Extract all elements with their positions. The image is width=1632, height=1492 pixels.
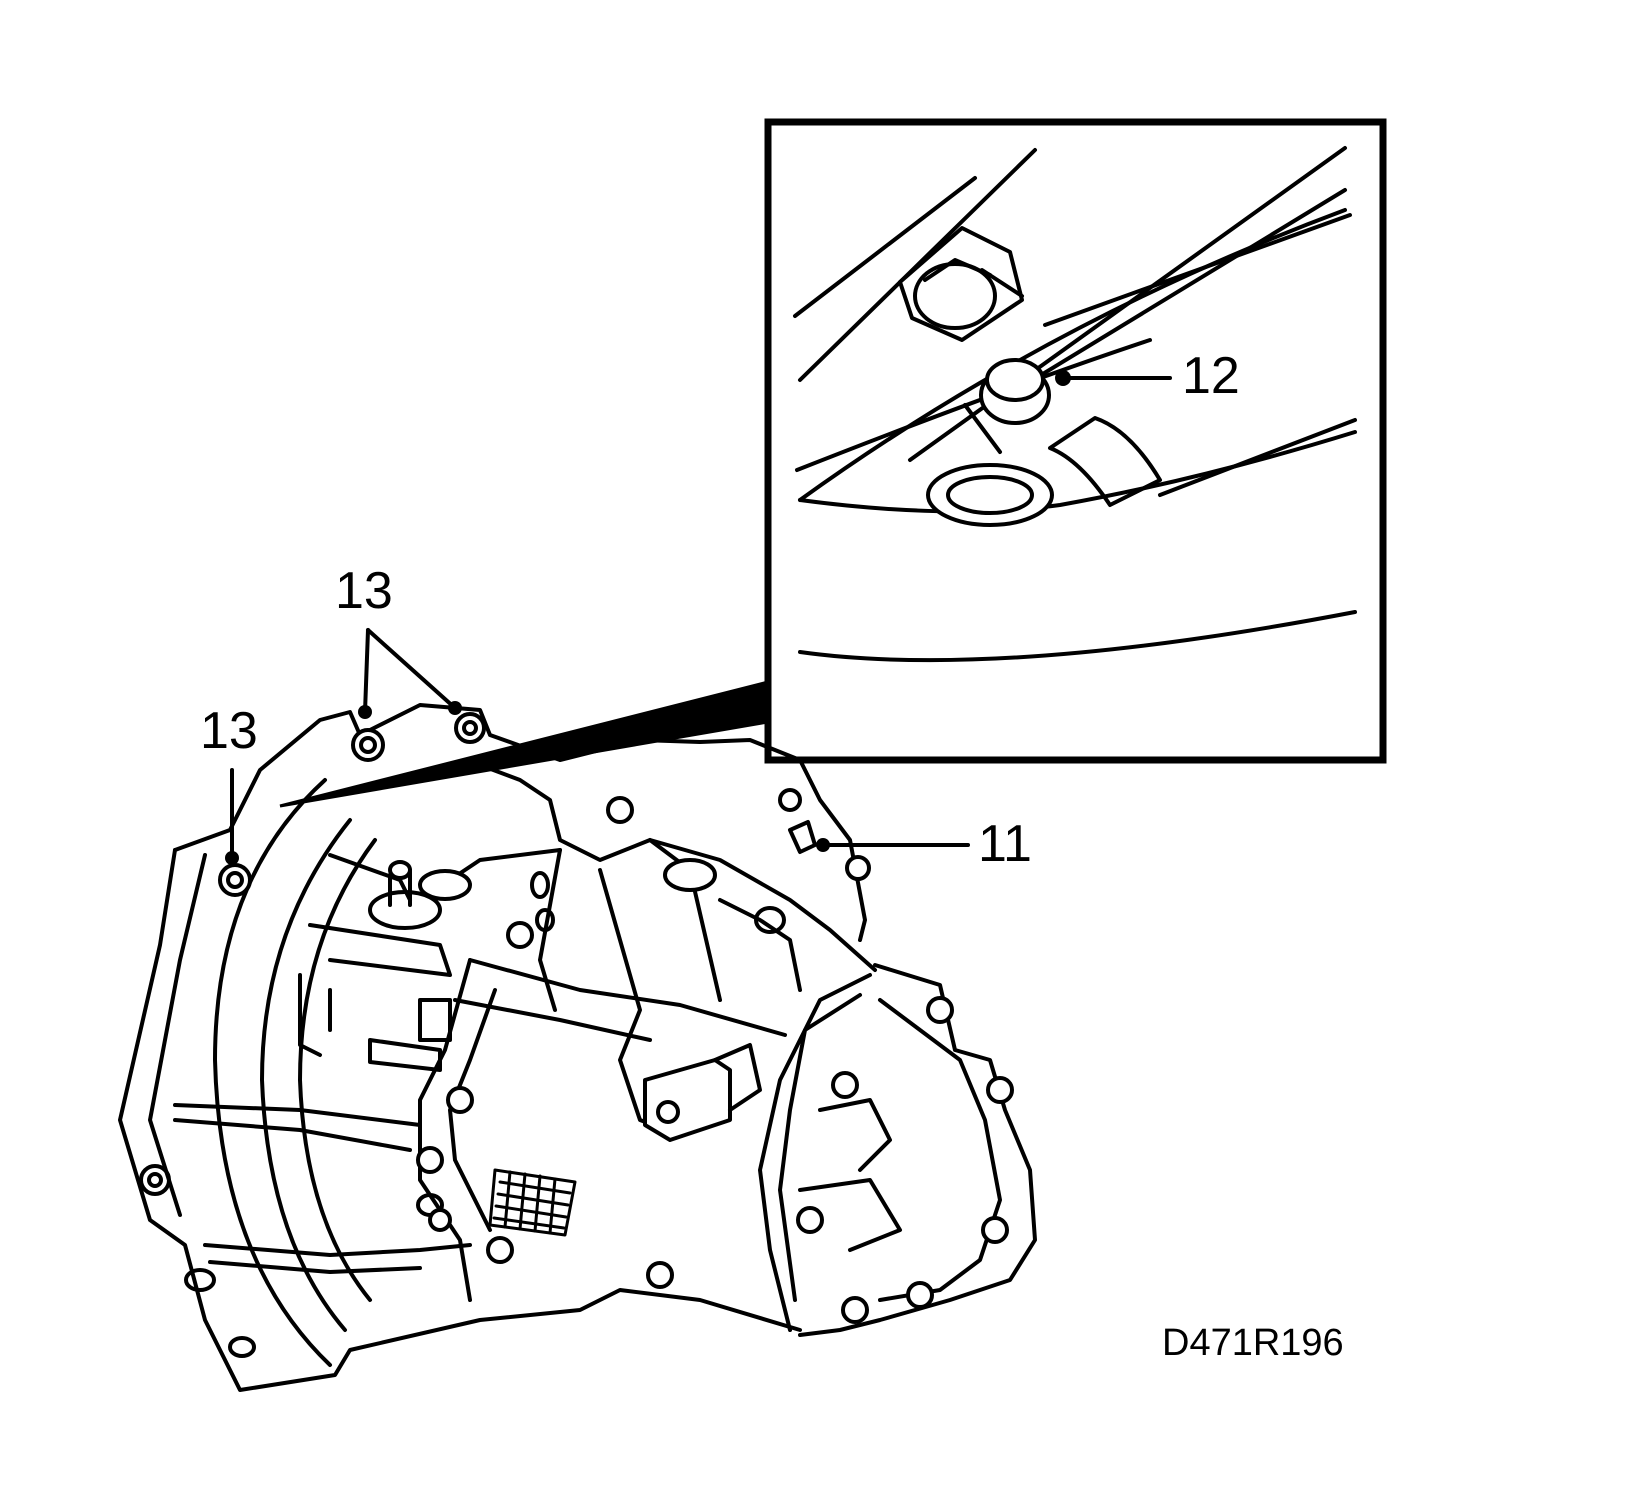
- plug-12: [926, 358, 1172, 527]
- callout-label-13-top: 13: [335, 562, 393, 620]
- housing-bolts: [218, 712, 1014, 1324]
- callout-label-11: 11: [978, 815, 1032, 873]
- vent-grille: [488, 1168, 577, 1237]
- reference-code: D471R196: [1162, 1322, 1344, 1364]
- callout-label-12: 12: [1182, 347, 1240, 405]
- callout-leaders: [225, 628, 970, 865]
- hex-bolt-upper: [898, 226, 1024, 342]
- callout-label-13-left: 13: [200, 702, 258, 760]
- detail-inset: [279, 118, 1387, 808]
- gearbox-housing: [118, 703, 1037, 1392]
